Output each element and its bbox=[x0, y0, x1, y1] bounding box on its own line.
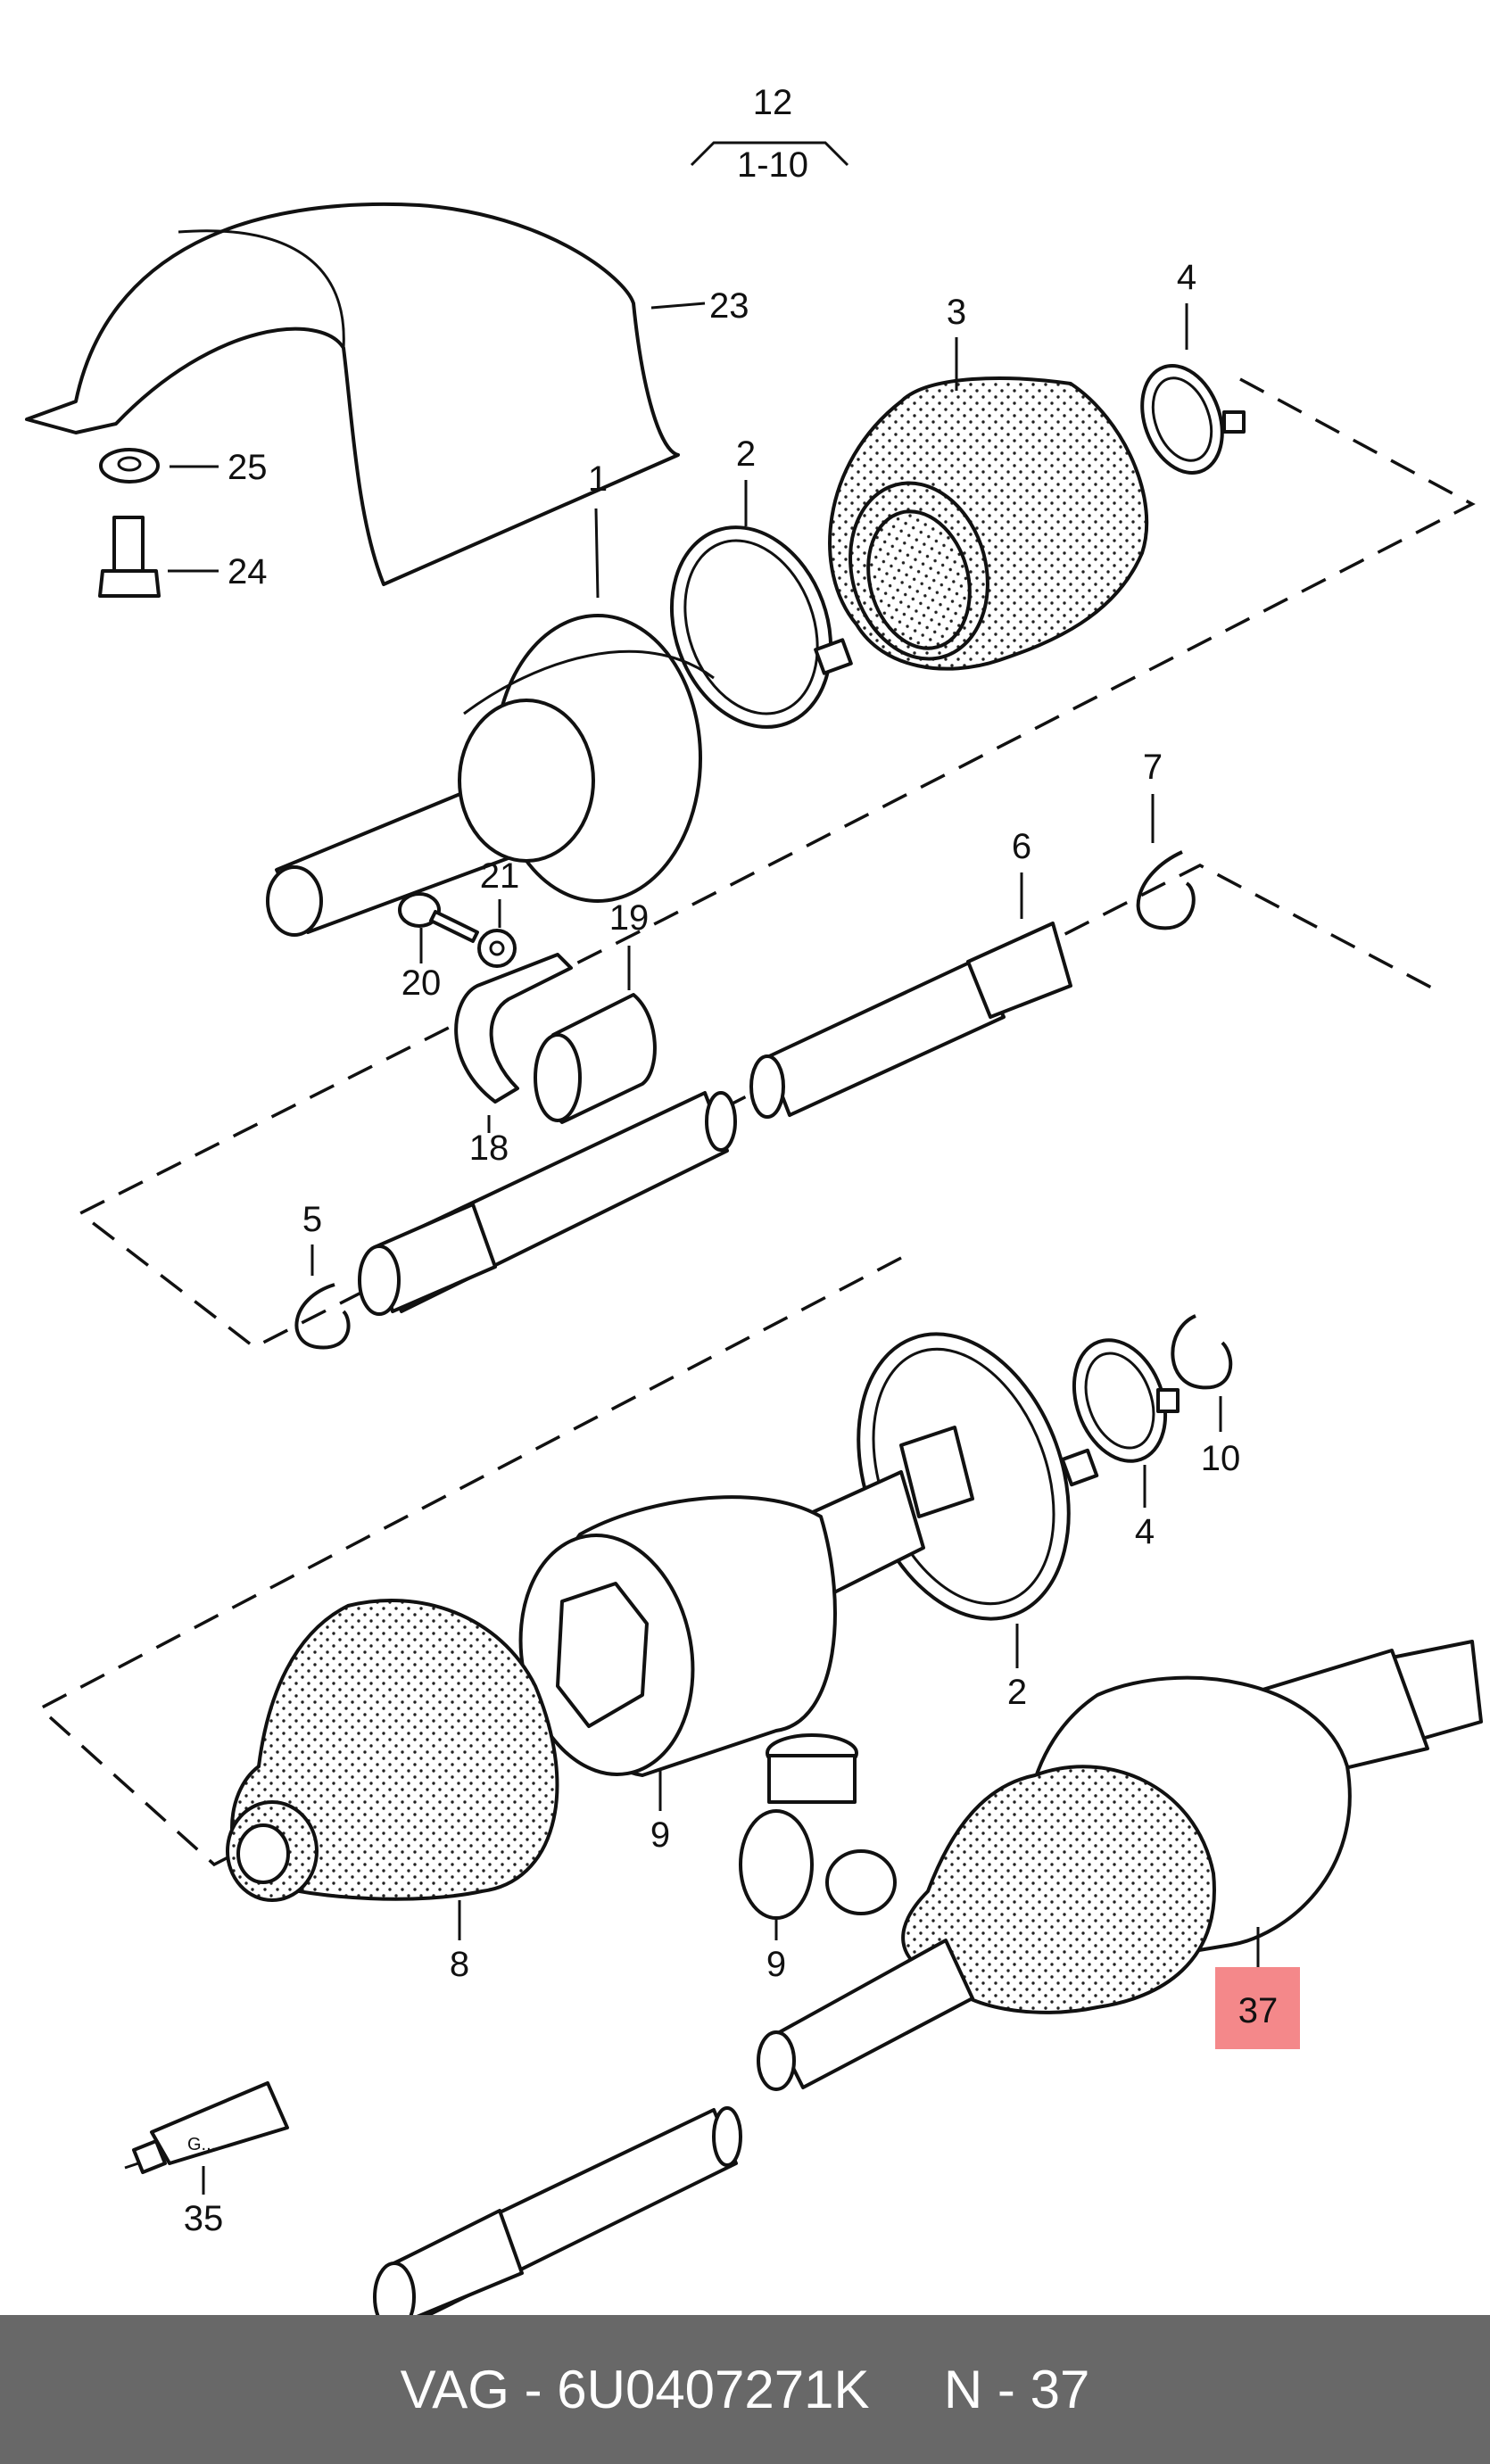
heat-shield-23: 23 bbox=[25, 202, 749, 586]
label-2-top: 2 bbox=[736, 434, 756, 474]
inner-joint-housing-9: 9 bbox=[518, 1426, 974, 1855]
label-10: 10 bbox=[1201, 1439, 1241, 1478]
label-23: 23 bbox=[709, 286, 749, 326]
bearing-19: 19 bbox=[534, 898, 657, 1124]
position-label: N - 37 bbox=[943, 2360, 1090, 2419]
part-info-bar: VAG - 6U0407271K N - 37 bbox=[0, 2315, 1490, 2464]
label-25: 25 bbox=[228, 448, 268, 487]
label-6: 6 bbox=[1012, 827, 1031, 866]
label-8: 8 bbox=[450, 1945, 469, 1984]
label-7: 7 bbox=[1143, 748, 1163, 787]
label-4-top: 4 bbox=[1177, 258, 1196, 297]
splined-shaft-6: 6 bbox=[749, 827, 1072, 1119]
clamp-4-lower: 4 bbox=[1072, 1338, 1180, 1551]
washer-25: 25 bbox=[99, 448, 268, 487]
label-1: 1 bbox=[588, 459, 608, 499]
label-1-10: 1-10 bbox=[737, 145, 808, 185]
assembly-frame-upper bbox=[77, 377, 1476, 1350]
exploded-diagram: 12 1-10 23 25 24 1 2 bbox=[25, 83, 1483, 2315]
circlip-10: 10 bbox=[1171, 1314, 1241, 1478]
boot-3: 3 bbox=[828, 293, 1149, 671]
bracket-18: 18 bbox=[454, 953, 573, 1168]
label-9-tripod: 9 bbox=[766, 1945, 786, 1984]
intermediate-shaft bbox=[358, 1091, 737, 1316]
label-20: 20 bbox=[401, 963, 442, 1003]
label-9-housing: 9 bbox=[650, 1815, 670, 1855]
label-24: 24 bbox=[228, 552, 268, 591]
screw-20: 20 bbox=[398, 892, 479, 1003]
label-2-bottom: 2 bbox=[1007, 1673, 1027, 1712]
washer-21: 21 bbox=[477, 856, 520, 968]
label-18: 18 bbox=[469, 1129, 509, 1168]
assembly-reference: 12 1-10 bbox=[690, 83, 849, 185]
label-4-bottom: 4 bbox=[1135, 1512, 1155, 1551]
label-21: 21 bbox=[480, 856, 520, 896]
outer-cv-joint-1: 1 bbox=[266, 459, 715, 937]
label-35: 35 bbox=[184, 2199, 224, 2238]
label-12: 12 bbox=[753, 83, 793, 122]
label-19: 19 bbox=[609, 898, 650, 938]
circlip-7: 7 bbox=[1136, 748, 1196, 930]
part-number: VAG - 6U0407271K bbox=[400, 2360, 870, 2419]
clamp-2-upper: 2 bbox=[669, 434, 853, 729]
circlip-5: 5 bbox=[294, 1200, 351, 1350]
boot-8: 8 bbox=[226, 1599, 559, 1984]
label-37: 37 bbox=[1238, 1991, 1279, 2030]
highlight-37 bbox=[1215, 1967, 1300, 2049]
grease-tube-35: G... 35 bbox=[124, 2081, 289, 2238]
lower-shaft bbox=[373, 2106, 742, 2315]
drive-shaft-assembly-37: 37 bbox=[757, 1640, 1483, 2091]
bolt-24: 24 bbox=[98, 516, 268, 598]
clamp-4-upper: 4 bbox=[1140, 258, 1246, 475]
tube-text: G... bbox=[187, 2135, 216, 2154]
label-3: 3 bbox=[947, 293, 966, 332]
label-5: 5 bbox=[302, 1200, 322, 1239]
tripod-9: 9 bbox=[739, 1733, 897, 1984]
